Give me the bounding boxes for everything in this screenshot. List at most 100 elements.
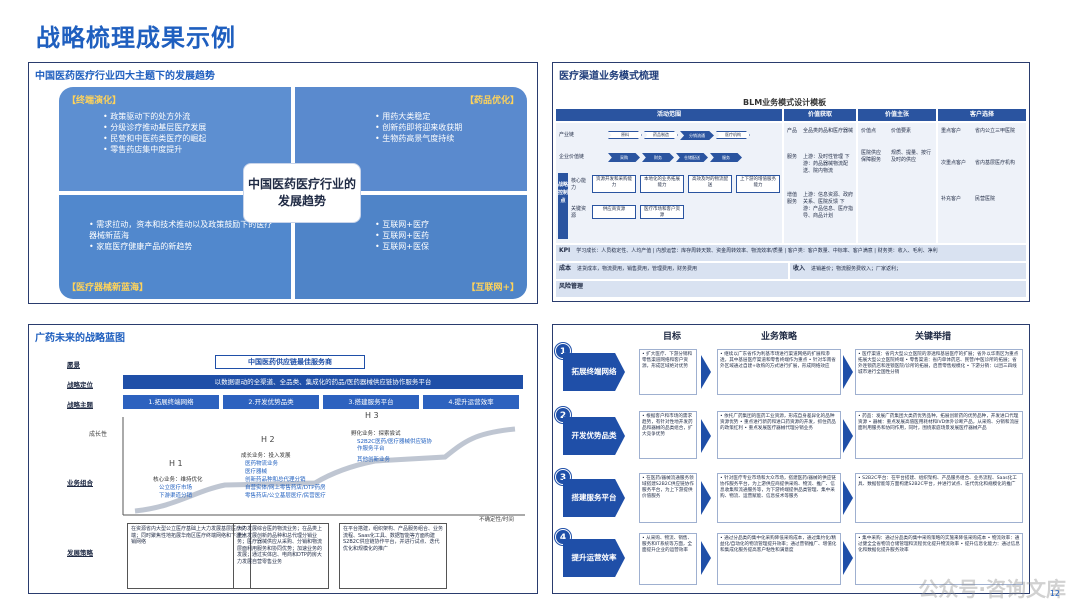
goal-box: • 根据客户和市场的需求趋势，有针对性地开发药品和器械的品类组合，扩大竞争优势 xyxy=(639,411,697,459)
customer-area xyxy=(938,123,1026,243)
list-item: 用药大类稳定 xyxy=(375,111,462,122)
cs-text: 省内公立三甲医院 xyxy=(975,128,1016,134)
theme-box: 4.提升运营效率 xyxy=(423,395,519,409)
list-item: 生物药高景气度持续 xyxy=(375,133,462,144)
strategy-box: 在资源省内大型公立医疗基础上大力发展基层医疗终端；同时聚焦性地拓展华南区医疗终端… xyxy=(127,523,251,589)
column-strategy: 业务策略 xyxy=(761,332,798,342)
h3-head: 孵化业务：探索尝试 xyxy=(351,431,401,437)
strategy-box: • 针对医疗专业市场和大众市场，搭建医药/器械的供应链协作服务平台，为上游供应商… xyxy=(717,473,841,523)
arrow-icon xyxy=(843,355,853,389)
row-label: 战略控制点 xyxy=(558,173,568,239)
value-chain-step: 服务 xyxy=(710,153,742,162)
goal-box: • 在医药/器械流通服务领域搭建S2B2C供应链协作服务平台，为上下游提供价值服… xyxy=(639,473,697,523)
vc-label: 增值服务 xyxy=(787,192,798,205)
header-customer: 客户选择 xyxy=(938,109,1026,121)
page-title: 战略梳理成果示例 xyxy=(36,24,236,52)
horizon-h2: H 2 xyxy=(261,435,275,444)
row-label: 核心能力 xyxy=(571,178,587,191)
vision-label: 愿景 xyxy=(67,361,80,369)
bml-template: 活动范围 价值获取 价值主张 客户选择 产业链 原料 药品制造 分销流通 医疗机… xyxy=(556,109,1026,297)
h1-item: 公立医疗市场 xyxy=(159,485,193,491)
h3-item: S2B2C医药/医疗器械供应链协作服务平台 xyxy=(357,439,432,452)
column-actions: 关键举措 xyxy=(915,332,952,342)
h3-item: 其他创新业务 xyxy=(357,457,391,463)
strategy-box: • 通过分品类的集中化采购降低采购成本，通过集约化/精益化/自动化的物流管理提升… xyxy=(717,533,841,585)
step-label: 提升运营效率 xyxy=(563,539,625,577)
quadrant-tag: 【互联网+】 xyxy=(466,283,519,293)
risk-row: 风险管理 xyxy=(556,281,1026,297)
strategy-box: 在平台搭建，组织架构、产品服务组合、业务流程、Saas化工具、数据智能等方面构建… xyxy=(339,523,447,589)
value-chain-step: 财务 xyxy=(642,153,674,162)
capability-box: 高效及时的物流配送 xyxy=(688,175,732,193)
row-label: 产业链 xyxy=(559,132,575,138)
panel-title: 中国医药医疗行业四大主题下的发展趋势 xyxy=(35,71,215,82)
vc-text: 全品类药品和医疗器械 xyxy=(803,128,854,134)
theme-label: 战略主题 xyxy=(67,401,93,409)
quadrant-tag: 【药品优化】 xyxy=(464,96,519,106)
column-goal: 目标 xyxy=(663,332,682,342)
vc-text: 上游：及时性管理 下游：药品器械物流配送、院内物流 xyxy=(803,154,850,174)
capability-box: 本地化的业务拓展能力 xyxy=(640,175,684,193)
goal-box: • 从采购、物流、销售、服务和IT系统等方面，全面提升企业的运营效率 xyxy=(639,533,697,585)
arrow-icon xyxy=(701,419,711,453)
chain-step: 医疗机构 xyxy=(716,131,750,139)
list-item: 零售药店集中度提升 xyxy=(103,144,206,155)
header-value-prop: 价值主张 xyxy=(858,109,936,121)
capability-box: 上下游的增值服务能力 xyxy=(736,175,780,193)
position-bar: 以数据驱动的全渠道、全品类、集成化的药品/医药器械供应链协作服务平台 xyxy=(123,375,523,389)
kpi-text: 学习成长：人员稳定性、人均产值 | 内部运营：库存周转天数、资金周转效率、物流效… xyxy=(576,248,938,254)
cost-text: 进货成本，物流费用，销售费用，管理费用，财务费用 xyxy=(577,266,698,272)
position-label: 战略定位 xyxy=(67,381,93,389)
income-row: 收入进销差价；物流服务费收入；厂家返利； xyxy=(790,263,1026,279)
income-text: 进销差价；物流服务费收入；厂家返利； xyxy=(811,266,902,272)
vc-text: 上游：信息资源、政府关系、医院反馈 下游：产品信息、医疗指导、商品计划 xyxy=(803,192,854,219)
vc-label: 产品 xyxy=(787,128,798,134)
cost-row: 成本进货成本，物流费用，销售费用，管理费用，财务费用 xyxy=(556,263,788,279)
action-box: • 药品：发展广药集团大类药优势品种，拓展创新药的优势品种，开发进口代理资源 •… xyxy=(855,411,1023,459)
y-axis-label: 成长性 xyxy=(89,431,108,438)
action-box: • 医疗渠道：省内大型公立医院的渗透和基层医疗的扩展；省外以华南区为重点拓展大型… xyxy=(855,349,1023,395)
x-axis-label: 不确定性/时间 xyxy=(479,517,514,523)
chain-step: 原料 xyxy=(608,131,642,139)
resource-box: 医疗市场和客户资源 xyxy=(640,205,684,219)
income-label: 收入 xyxy=(793,265,806,272)
cs-label: 补充客户 xyxy=(941,196,962,202)
quadrant-tag: 【终端演化】 xyxy=(67,96,122,106)
quadrant-tag: 【医疗器械新蓝海】 xyxy=(67,283,149,293)
panel-title: 广药未来的战略蓝图 xyxy=(35,333,125,344)
capability-box: 资源开发和采购能力 xyxy=(592,175,636,193)
header-value-capture: 价值获取 xyxy=(784,109,856,121)
arrow-icon xyxy=(701,355,711,389)
list-item: 互联网+医疗 xyxy=(375,219,429,230)
arrow-icon xyxy=(843,541,853,575)
cs-label: 次重点客户 xyxy=(941,160,967,166)
cs-text: 民营医院 xyxy=(975,196,996,202)
h2-item: 创新药品种和总代理分销 xyxy=(245,477,306,483)
row-label: 企业价值链 xyxy=(559,154,585,160)
list-item: 家庭医疗健康产品的新趋势 xyxy=(89,241,279,252)
h2-item: 医药物流业务 xyxy=(245,461,279,467)
quadrant-terminal: 【终端演化】 政策驱动下的处方外流 分级诊疗推动基层医疗发展 民营和中医药类医疗… xyxy=(59,87,291,191)
list-item: 互联网+医保 xyxy=(375,241,429,252)
trend-quadrants: 【终端演化】 政策驱动下的处方外流 分级诊疗推动基层医疗发展 民营和中医药类医疗… xyxy=(59,87,527,299)
strategy-box: 大力发展综合医药物流业务；在品类上重点发展创新药品种和总代理分销业务；医疗器械供… xyxy=(233,523,329,589)
theme-box: 2.开发优势品类 xyxy=(223,395,319,409)
list-item: 需求拉动，资本和技术推动以及政策鼓励下的医疗器械新蓝海 xyxy=(89,219,279,241)
cs-label: 重点客户 xyxy=(941,128,962,134)
arrow-icon xyxy=(701,481,711,515)
strategy-box: • 继续以广东省作为利基市场进行渠道网络的扩展和渗透，其中基层医疗渠道和零售终端… xyxy=(717,349,841,395)
vision-box: 中国医药供应链最佳服务商 xyxy=(215,355,365,369)
horizon-curve xyxy=(122,417,525,516)
vc-label: 服务 xyxy=(787,154,798,160)
strategy-label: 发展策略 xyxy=(67,549,93,557)
h2-item: 医疗器械 xyxy=(245,469,268,475)
goal-box: • 扩大医疗、下游分销和零售渠道网络和客户资源，形成区域绝对优势 xyxy=(639,349,697,395)
panel-channel-model: 医疗渠道业务模式梳理 BLM业务模式设计模板 活动范围 价值获取 价值主张 客户… xyxy=(552,62,1030,302)
h2-item: 零售药店/公立基层医疗/民营医疗 xyxy=(245,493,326,499)
step-label: 搭建服务平台 xyxy=(563,479,625,517)
center-topic: 中国医药医疗行业的发展趋势 xyxy=(243,163,361,223)
list-item: 政策驱动下的处方外流 xyxy=(103,111,206,122)
growth-curve xyxy=(134,426,516,514)
